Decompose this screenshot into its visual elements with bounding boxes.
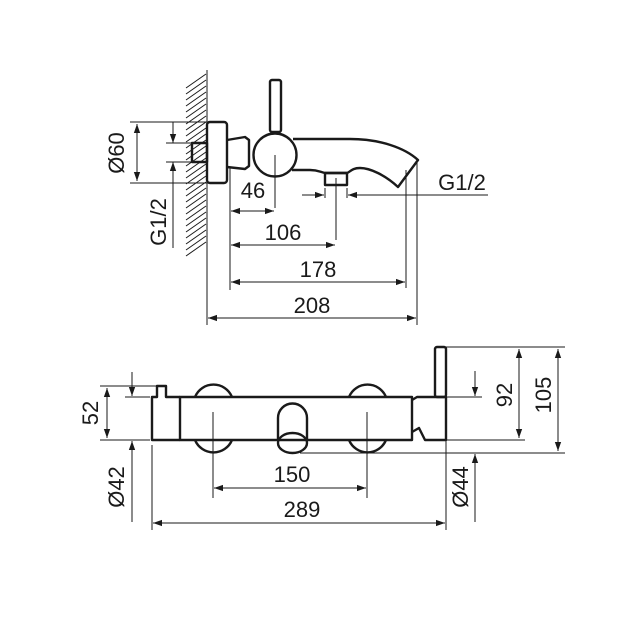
dim-d60: Ø60 — [104, 132, 129, 174]
dim-150: 150 — [274, 462, 311, 487]
front-view: 52 Ø42 92 105 Ø44 150 289 — [78, 345, 565, 530]
hatch-line — [185, 163, 207, 179]
hatch-line — [185, 169, 207, 185]
hatch-line — [185, 133, 207, 149]
dim-g12-right: G1/2 — [438, 170, 486, 195]
hatch-line — [185, 211, 207, 227]
hatch-line — [185, 241, 207, 257]
lever — [268, 78, 283, 134]
hatch-line — [185, 199, 207, 215]
dim-208: 208 — [294, 293, 331, 318]
lever-base — [411, 395, 448, 442]
wall-hatch — [185, 73, 207, 257]
hatch-line — [185, 145, 207, 161]
hatch-line — [185, 181, 207, 197]
dim-g12-left: G1/2 — [146, 198, 171, 246]
dim-d44: Ø44 — [448, 466, 473, 508]
hatch-line — [185, 85, 207, 101]
dim-52: 52 — [78, 401, 103, 425]
inlet-stub — [190, 141, 209, 164]
hatch-line — [185, 193, 207, 209]
hatch-line — [185, 121, 207, 137]
hatch-line — [185, 217, 207, 233]
hatch-line — [185, 229, 207, 245]
mixer-body-front — [178, 395, 414, 442]
spout — [292, 137, 420, 189]
spout-front — [276, 402, 309, 440]
hatch-line — [185, 79, 207, 95]
hatch-line — [185, 223, 207, 239]
hatch-line — [185, 127, 207, 143]
dim-178: 178 — [300, 257, 337, 282]
hatch-line — [185, 157, 207, 173]
wall-flange — [205, 120, 229, 185]
dim-46: 46 — [241, 178, 265, 203]
hatch-line — [185, 115, 207, 131]
dim-92: 92 — [492, 383, 517, 407]
lever-front — [433, 345, 448, 399]
dim-d42: Ø42 — [104, 466, 129, 508]
spout-outlet — [276, 431, 309, 455]
hatch-line — [185, 151, 207, 167]
dim-289: 289 — [284, 497, 321, 522]
hatch-line — [185, 205, 207, 221]
dim-105: 105 — [531, 377, 556, 414]
dim-106: 106 — [265, 220, 302, 245]
top-view: Ø60 G1/2 46 106 178 208 G1/2 — [104, 70, 488, 325]
hatch-line — [185, 73, 207, 89]
hatch-line — [185, 235, 207, 251]
hatch-line — [185, 103, 207, 119]
connector — [226, 135, 251, 171]
hatch-line — [185, 97, 207, 113]
hatch-line — [185, 187, 207, 203]
hatch-line — [185, 91, 207, 107]
end-cap — [150, 384, 180, 442]
